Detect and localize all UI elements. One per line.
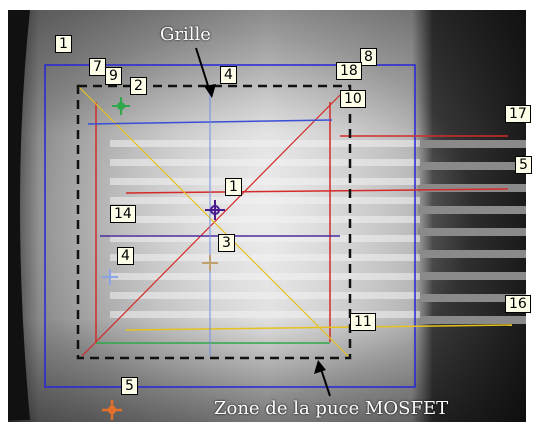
label-8: 8 [360,48,377,66]
label-4-top: 4 [220,66,237,84]
chip-stripe [110,159,420,166]
red-diagonal [81,91,344,357]
lead-finger [418,206,526,214]
chip-stripe [110,311,420,318]
chip-stripe [110,235,420,242]
label-17: 17 [505,105,531,123]
lead-finger [418,162,526,170]
label-5-bottom: 5 [121,377,138,395]
chip-stripes [110,140,420,318]
chip-stripe [110,140,420,147]
label-14: 14 [110,205,136,223]
marker-purple [205,200,225,220]
label-5-right: 5 [515,156,532,174]
chip-stripe [110,254,420,261]
lead-finger [418,184,526,192]
left-dark-edge [8,10,30,420]
label-11: 11 [350,313,376,331]
yellow-line-16 [125,324,513,331]
marker-orange [102,400,122,420]
lead-finger [418,272,526,280]
label-1-frame: 1 [55,35,72,53]
lead-finger [418,294,526,302]
chip-stripe [110,178,420,185]
grille-arrow-line [195,47,211,93]
outer-frame [44,64,416,388]
grille-caption: Grille [160,24,211,45]
label-10: 10 [340,90,366,108]
marker-tan [202,255,218,271]
chip-stripe [110,292,420,299]
zone-caption: Zone de la puce MOSFET [214,398,449,419]
label-18: 18 [336,62,362,80]
lead-finger [418,228,526,236]
marker-lightblue [102,269,118,285]
label-16: 16 [505,295,531,313]
yellow-diagonal [77,85,351,359]
chip-stripe [110,197,420,204]
label-3: 3 [218,234,235,252]
chip-stripe [110,216,420,223]
lead-fingers [418,140,526,324]
grille-arrow-head [204,84,216,98]
lead-finger [418,140,526,148]
red-line-5 [125,188,509,194]
label-4-left: 4 [117,247,134,265]
marker-green [112,97,130,115]
label-2: 2 [130,77,147,95]
lead-finger [418,316,526,324]
label-1-center: 1 [225,178,242,196]
label-9: 9 [105,67,122,85]
chip-stripe [110,273,420,280]
zone-arrow-head [314,360,326,374]
label-7: 7 [89,58,106,76]
lead-finger [418,250,526,258]
